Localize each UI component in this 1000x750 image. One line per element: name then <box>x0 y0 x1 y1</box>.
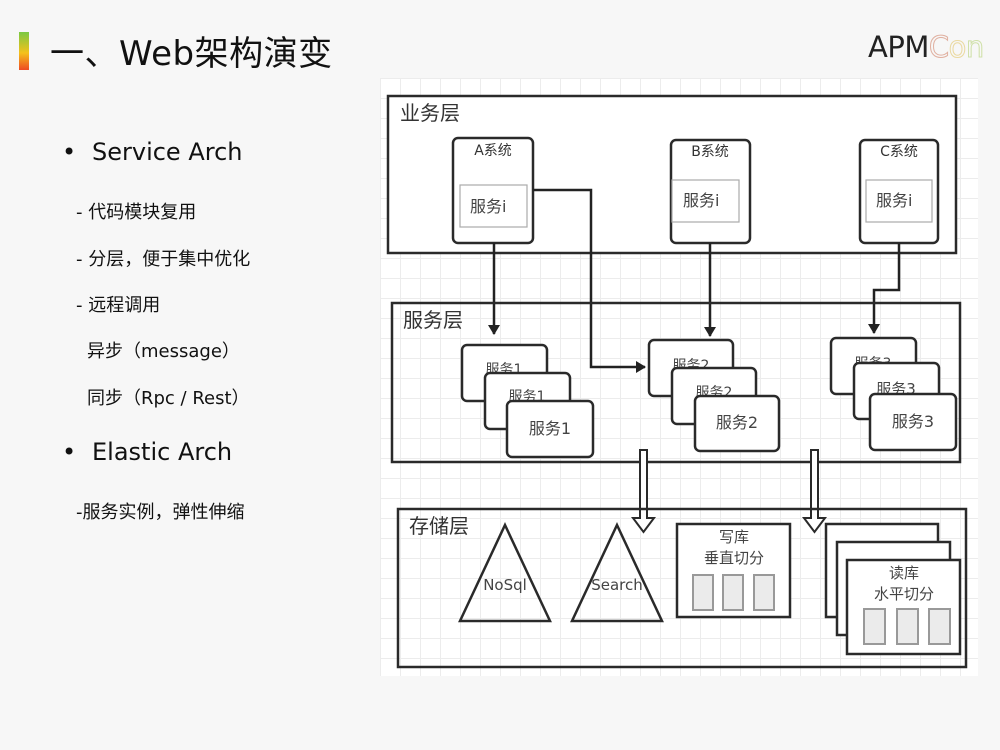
logo-main: APM <box>868 30 929 64</box>
service-group-1: 服务1 服务1 服务1 <box>460 343 595 459</box>
business-layer: 业务层 A系统 服务i B系统 服务i C系统 服务i <box>386 94 958 255</box>
connectors <box>488 188 901 373</box>
storage-layer: 存储层 NoSql Search 写库 垂直切分 读库 水平切分 <box>396 507 968 669</box>
arrow-service-to-storage-left <box>631 449 656 534</box>
system-service: 服务i <box>470 197 506 216</box>
system-b: B系统 服务i <box>669 138 752 245</box>
bullet-service-arch: • Service Arch <box>62 138 243 166</box>
read-db-subtitle: 水平切分 <box>874 585 934 603</box>
bullet-elastic-arch: • Elastic Arch <box>62 438 232 466</box>
title-accent-bar <box>19 32 29 70</box>
service-group-3: 服务3 服务3 服务3 <box>829 336 958 452</box>
write-db-title: 写库 <box>719 528 749 546</box>
arrow-service-to-storage-right <box>802 449 827 534</box>
logo-accent: Con <box>928 30 984 65</box>
read-db: 读库 水平切分 <box>824 522 962 656</box>
bullet-sub-item: - 分层，便于集中优化 <box>76 249 251 270</box>
bullet-dot: • <box>62 438 77 466</box>
service-group-2: 服务2 服务2 服务2 <box>647 338 781 453</box>
bullet-dot: • <box>62 138 77 166</box>
storage-layer-label: 存储层 <box>409 514 469 538</box>
service-layer: 服务层 服务1 服务1 服务1 服务2 服务2 服务2 服务3 服务3 服务3 <box>390 301 962 464</box>
bullet-sub-item: - 代码模块复用 <box>76 202 197 223</box>
business-layer-label: 业务层 <box>400 101 460 125</box>
hollow-arrows <box>631 449 827 534</box>
bullet-sub-item: -服务实例，弹性伸缩 <box>76 502 245 523</box>
system-name: B系统 <box>691 144 729 160</box>
system-service: 服务i <box>683 191 719 210</box>
service-instance-label: 服务1 <box>529 419 571 438</box>
arrow-a-to-service2 <box>533 188 646 373</box>
system-name: C系统 <box>880 144 918 160</box>
service-layer-label: 服务层 <box>403 308 463 332</box>
page-title: 一、Web架构演变 <box>50 34 333 74</box>
service-instance-label: 服务2 <box>716 413 758 432</box>
nosql-label: NoSql <box>483 576 527 594</box>
system-a: A系统 服务i <box>451 136 535 245</box>
bullet-label: Service Arch <box>92 138 243 166</box>
write-db-subtitle: 垂直切分 <box>704 549 764 567</box>
system-name: A系统 <box>474 143 512 159</box>
write-db: 写库 垂直切分 <box>675 522 792 619</box>
system-c: C系统 服务i <box>858 138 940 245</box>
bullet-sub-item: 异步（message） <box>87 341 240 362</box>
system-service: 服务i <box>876 191 912 210</box>
search-triangle <box>570 522 664 623</box>
apmcon-logo: APMCon <box>868 30 985 65</box>
architecture-diagram: 业务层 A系统 服务i B系统 服务i C系统 服务i 服务层 <box>380 78 978 676</box>
read-db-title: 读库 <box>889 564 919 582</box>
bullet-sub-item: 同步（Rpc / Rest） <box>87 388 250 409</box>
architecture-svg: 业务层 A系统 服务i B系统 服务i C系统 服务i 服务层 <box>386 94 968 669</box>
service-instance-label: 服务3 <box>892 412 934 431</box>
arrow-c-to-service3 <box>868 243 901 334</box>
bullet-sub-item: - 远程调用 <box>76 295 161 316</box>
nosql-triangle <box>458 522 552 623</box>
search-label: Search <box>591 576 643 594</box>
bullet-label: Elastic Arch <box>92 438 233 466</box>
